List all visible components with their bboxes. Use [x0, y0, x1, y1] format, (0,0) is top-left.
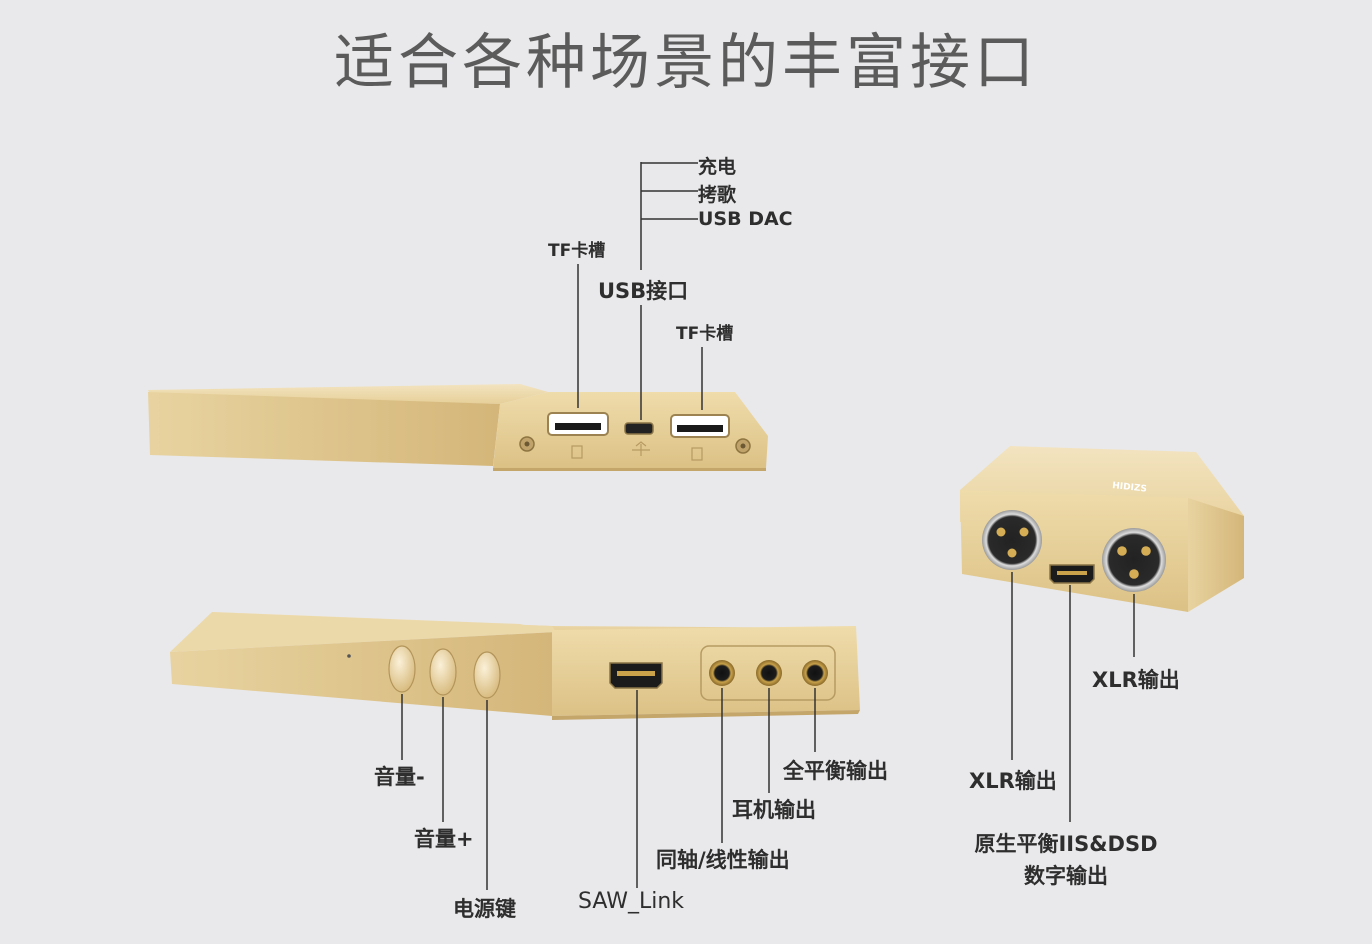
usb-function-music-copy: 拷歌 [698, 184, 737, 206]
xlr-right-connector [1102, 528, 1166, 592]
top-callouts [577, 162, 703, 420]
coax-line-out-label: 同轴/线性输出 [656, 848, 790, 872]
coax-line-jack [709, 660, 735, 686]
brand-mark: HIDIZS [1112, 481, 1148, 495]
volume-down-label: 音量- [374, 765, 425, 789]
xlr-right-label: XLR输出 [1092, 668, 1180, 692]
tf-slot-left-label: TF卡槽 [548, 241, 606, 261]
balanced-out-label: 全平衡输出 [783, 759, 888, 783]
usb-port-label: USB接口 [598, 279, 689, 303]
iis-dsd-label-line2: 数字输出 [1024, 864, 1108, 888]
usb-function-dac: USB DAC [698, 208, 793, 230]
bottom-device [170, 612, 860, 720]
xlr-module: HIDIZS [960, 446, 1244, 612]
tf-slot-right-label: TF卡槽 [676, 324, 734, 344]
xlr-left-connector [982, 510, 1042, 570]
saw-link-label: SAW_Link [578, 889, 685, 914]
volume-down-button [388, 645, 416, 693]
usb-port [624, 422, 654, 435]
xlr-callouts [1011, 572, 1135, 822]
usb-function-charge: 充电 [698, 156, 737, 178]
power-button [473, 651, 501, 699]
page-title: 适合各种场景的丰富接口 [334, 28, 1038, 98]
volume-up-button [429, 648, 457, 696]
headphone-jack [756, 660, 782, 686]
bottom-callouts [401, 688, 816, 890]
balanced-jack [802, 660, 828, 686]
power-key-label: 电源键 [453, 897, 516, 921]
volume-up-label: 音量+ [414, 827, 474, 851]
iis-dsd-label-line1: 原生平衡IIS&DSD [974, 832, 1158, 856]
headphone-out-label: 耳机输出 [732, 798, 816, 822]
top-device [148, 384, 768, 471]
xlr-left-label: XLR输出 [969, 769, 1057, 793]
